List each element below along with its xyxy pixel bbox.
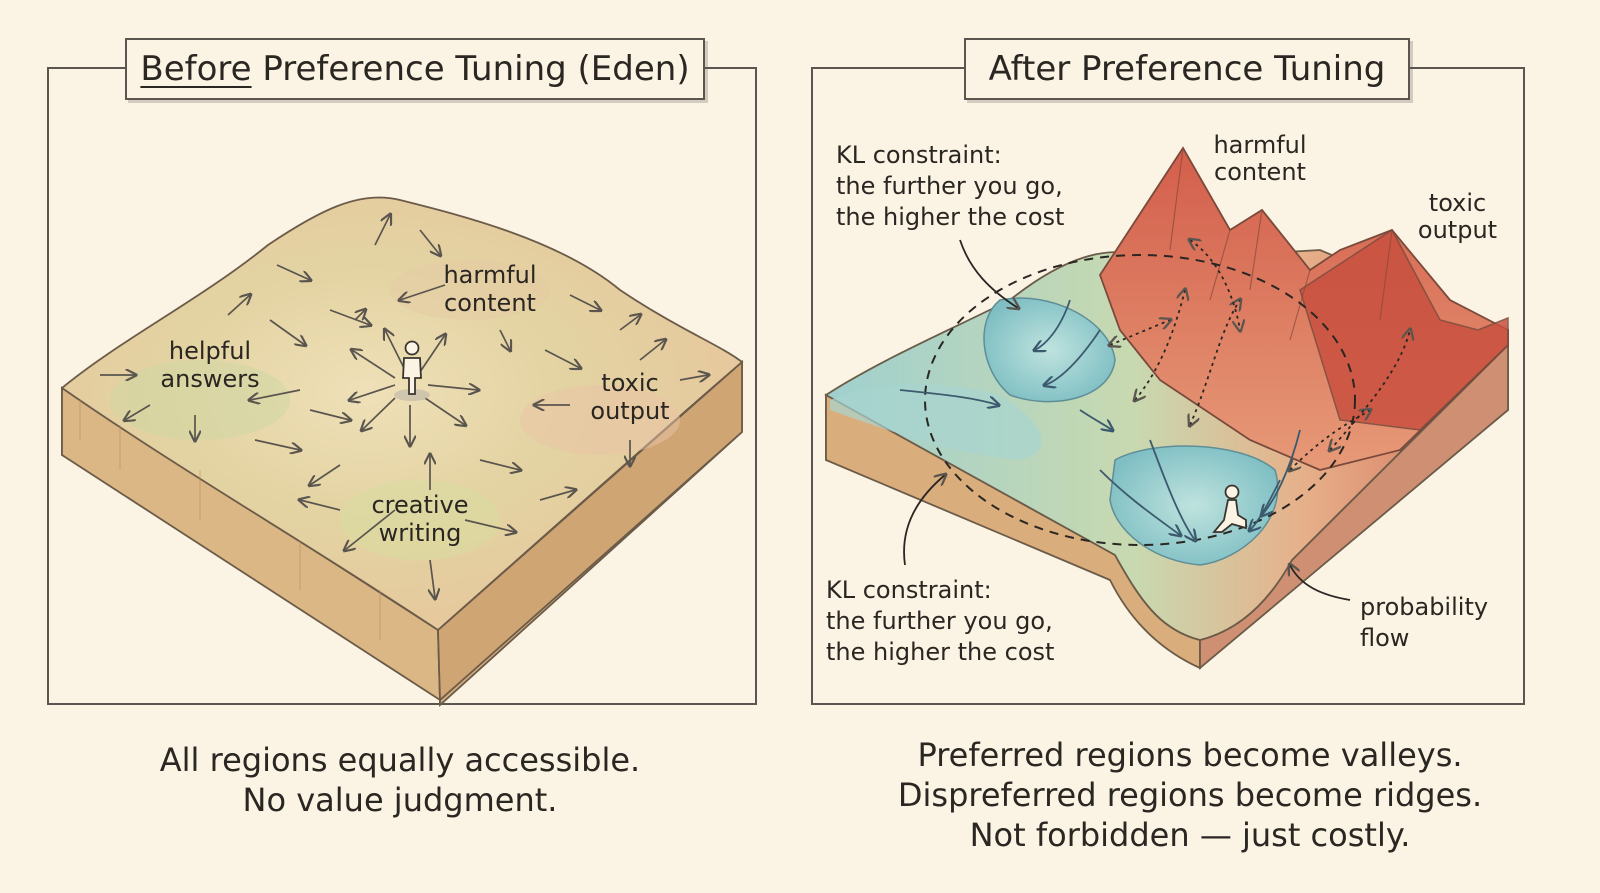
left-caption: All regions equally accessible. No value… [100, 740, 700, 820]
flow-arrows [899, 299, 1301, 540]
label-toxic-output-right: toxic output [1417, 189, 1498, 244]
person-icon [394, 340, 430, 401]
label-kl-constraint-top: KL constraint: the further you go, the h… [836, 141, 1065, 231]
flat-terrain-block [60, 196, 744, 707]
label-harmful-content-right: harmful content [1213, 131, 1307, 186]
label-toxic-output-left: toxic output [590, 369, 670, 425]
callout-arrows [903, 239, 1351, 601]
label-probability-flow: probability flow [1360, 593, 1489, 652]
sitting-person-icon [1212, 484, 1247, 533]
left-caption-line-1: All regions equally accessible. [159, 741, 641, 779]
left-arrows [100, 215, 708, 598]
label-helpful-answers: helpful answers [160, 337, 260, 393]
left-panel-title: Before Preference Tuning (Eden) [125, 38, 705, 100]
label-kl-constraint-bottom: KL constraint: the further you go, the h… [826, 576, 1055, 666]
label-harmful-content-left: harmful content [443, 261, 537, 317]
right-caption-line-3: Not forbidden — just costly. [969, 816, 1411, 854]
right-panel-title: After Preference Tuning [964, 38, 1410, 100]
right-caption: Preferred regions become valleys. Dispre… [860, 735, 1520, 855]
left-title-first-word: Before [140, 49, 252, 89]
left-caption-line-2: No value judgment. [242, 781, 558, 819]
ridge-arrows [1110, 240, 1410, 470]
label-creative-writing: creative writing [371, 491, 469, 547]
left-title-rest: Preference Tuning (Eden) [262, 49, 690, 89]
right-caption-line-1: Preferred regions become valleys. [917, 736, 1463, 774]
right-caption-line-2: Dispreferred regions become ridges. [897, 776, 1483, 814]
